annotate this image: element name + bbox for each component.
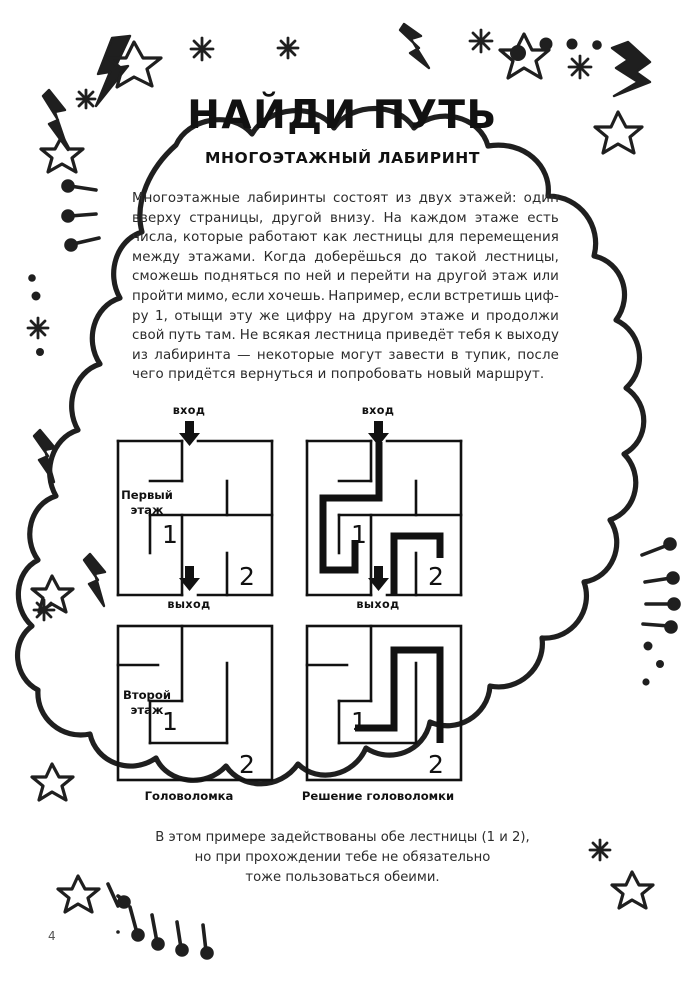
sparkle [276, 36, 300, 60]
entrance-label-solution: вход [361, 404, 395, 417]
stair-number-1-puzzle-first: 1 [162, 520, 178, 549]
star-outline [610, 870, 655, 910]
maze-puzzle-second-floor [116, 624, 274, 782]
lightning-bolt [610, 40, 652, 98]
dot [656, 660, 664, 668]
footer-note: В этом примере задействованы обе лестниц… [110, 828, 575, 888]
sparkle [588, 838, 612, 862]
maze-puzzle-first-floor [116, 439, 274, 597]
dot [566, 38, 578, 50]
exit-arrow-puzzle [179, 566, 200, 591]
lightning-bolt [82, 552, 107, 608]
exit-label-puzzle: выход [167, 598, 211, 611]
floor-label-first: Первый этаж [108, 488, 186, 518]
intro-line: чего придётся вернуться и попробовать но… [132, 367, 545, 383]
dot [539, 37, 553, 51]
pin-whisker-left [116, 894, 131, 909]
dot [36, 348, 44, 356]
footer-note-line: В этом примере задействованы обе лестниц… [155, 830, 530, 845]
sparkle [26, 316, 50, 340]
lightning-bolt [398, 22, 431, 70]
stair-number-1-puzzle-second: 1 [162, 707, 178, 736]
entrance-arrow-puzzle [179, 421, 200, 446]
page-title: НАЙДИ ПУТЬ [187, 93, 498, 138]
star-outline [39, 134, 85, 174]
dot [28, 274, 36, 282]
floor-label-line2: этаж [130, 503, 164, 517]
caption-puzzle: Головоломка [144, 789, 234, 803]
dot [642, 678, 650, 686]
exit-label-solution: выход [356, 598, 400, 611]
exit-arrow-solution [368, 566, 389, 591]
star-outline [498, 32, 551, 80]
floor-label-line1: Второй [123, 688, 171, 702]
floor-label-line1: Первый [121, 488, 173, 502]
star-outline [30, 762, 75, 802]
entrance-label-puzzle: вход [172, 404, 206, 417]
stair-number-2-solution-first: 2 [428, 562, 444, 591]
solution-path-second-floor [355, 646, 444, 743]
maze-example-area: Первый этаж Второй этаж вход вход выход … [110, 398, 575, 808]
star-outline [593, 110, 644, 155]
dot [643, 641, 653, 651]
sparkle [75, 88, 97, 110]
dot [592, 40, 602, 50]
entrance-arrow-solution [368, 421, 389, 446]
floor-label-second: Второй этаж [108, 688, 186, 718]
page-subtitle: МНОГОЭТАЖНЫЙ ЛАБИРИНТ [204, 148, 481, 167]
stair-number-2-solution-second: 2 [428, 750, 444, 779]
dot [31, 291, 41, 301]
stair-number-2-puzzle-second: 2 [239, 750, 255, 779]
stair-number-2-puzzle-first: 2 [239, 562, 255, 591]
star-outline [56, 874, 101, 914]
footer-note-line: но при прохождении тебе не обязательно [194, 850, 491, 865]
sparkle [32, 598, 56, 622]
content-column: НАЙДИ ПУТЬ МНОГОЭТАЖНЫЙ ЛАБИРИНТ Многоэт… [110, 93, 575, 385]
maze-solution-second-floor [305, 624, 463, 782]
lightning-bolt [41, 88, 70, 152]
maze-grid-svg: 1 2 [116, 421, 463, 782]
star-outline [30, 574, 75, 614]
lightning-bolt [32, 428, 57, 484]
stair-number-1-solution-second: 1 [351, 707, 367, 736]
star-outline [106, 40, 163, 89]
maze-solution-first-floor [305, 439, 463, 597]
sparkle [189, 36, 215, 62]
footer-note-line: тоже пользоваться обеими. [245, 870, 440, 885]
sparkle [468, 28, 494, 54]
page-number: 4 [48, 929, 56, 943]
floor-label-line2: этаж [130, 703, 164, 717]
dot [510, 45, 526, 61]
sparkle [567, 54, 593, 80]
stair-number-1-solution-first: 1 [351, 520, 367, 549]
caption-solution: Решение головоломки [301, 789, 455, 803]
solution-path-first-floor [319, 442, 444, 596]
